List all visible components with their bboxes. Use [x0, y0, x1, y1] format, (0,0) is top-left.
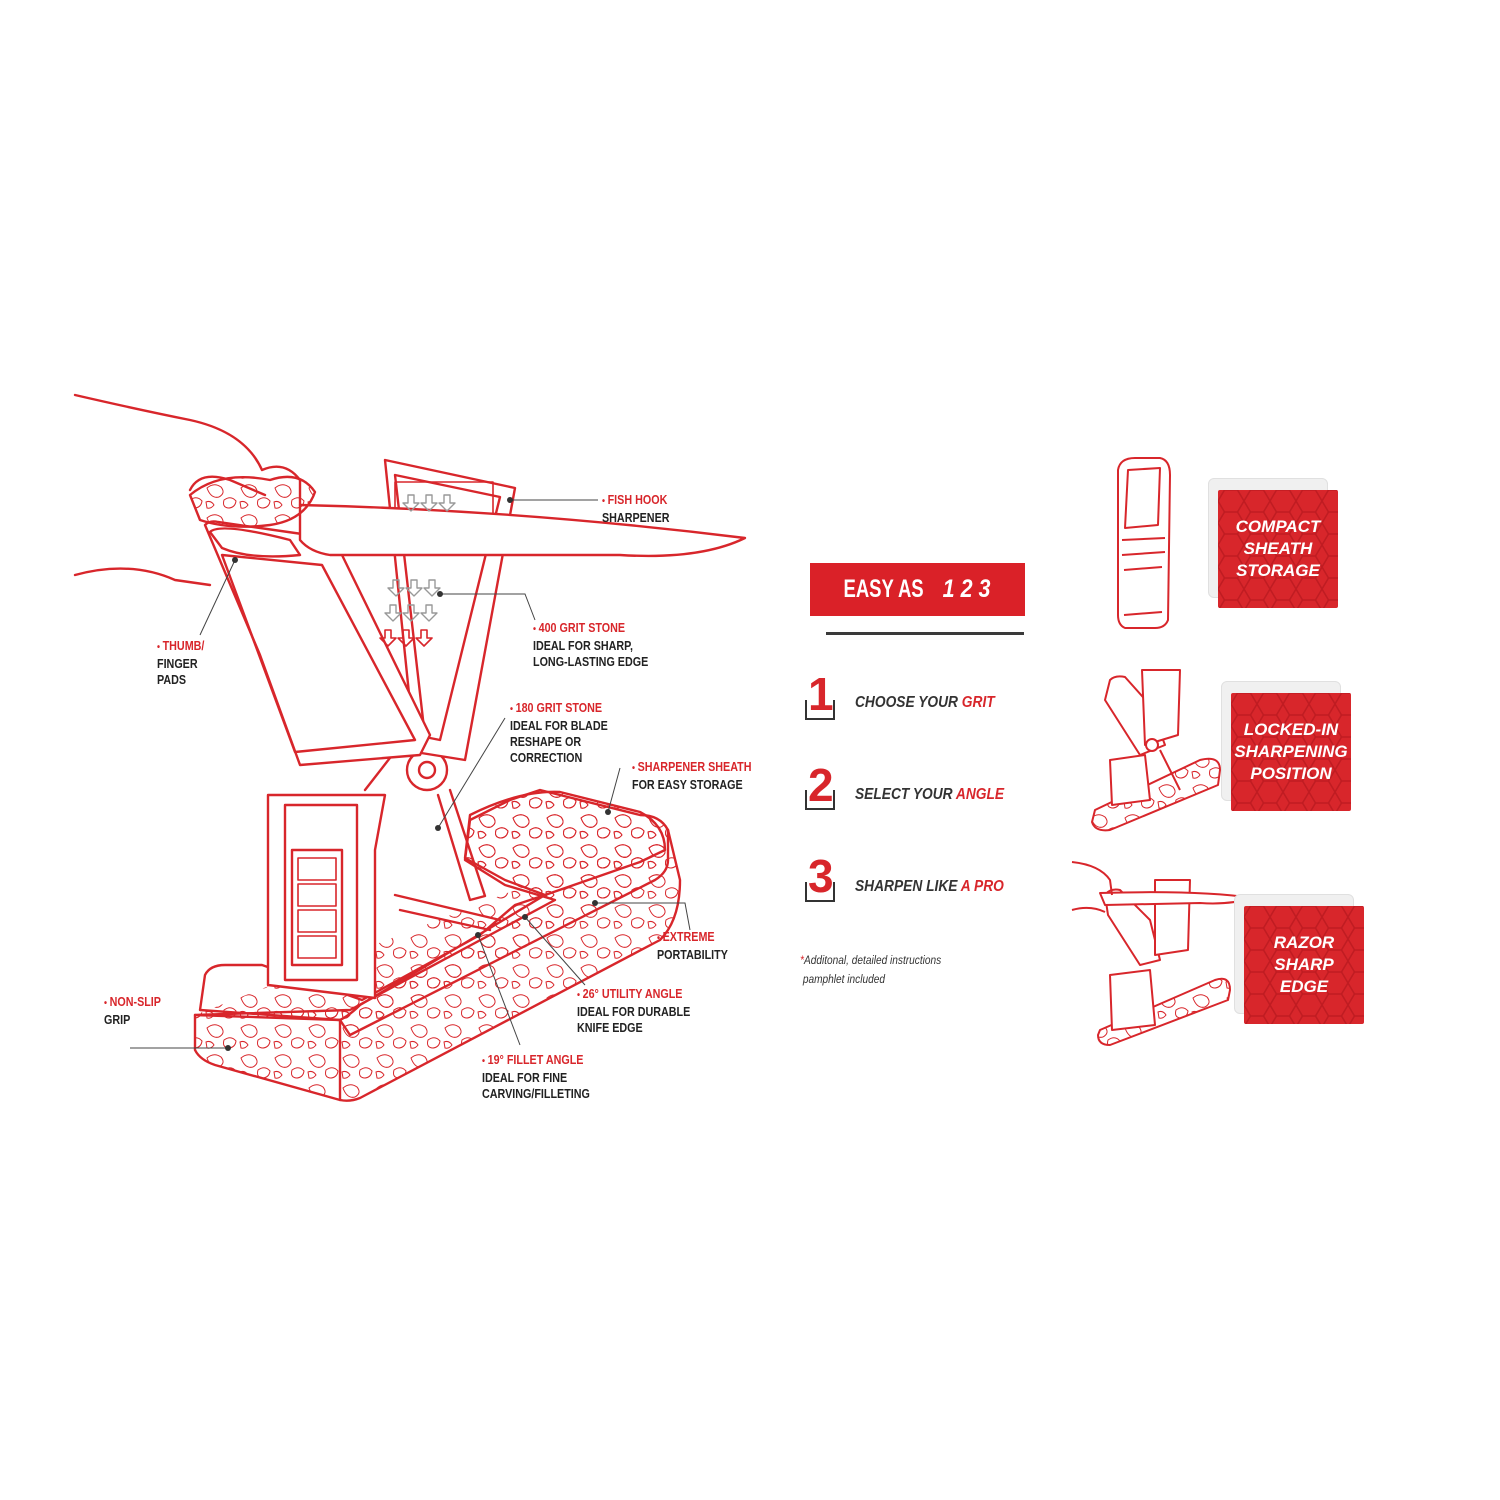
- callout-title: 19° FILLET ANGLE: [487, 1053, 584, 1067]
- card-compact-storage: COMPACT SHEATH STORAGE: [1208, 478, 1338, 608]
- callout-fish-hook: •FISH HOOK SHARPENER: [602, 493, 670, 525]
- rear-leg: [436, 788, 487, 902]
- callout-title: FISH HOOK: [607, 493, 668, 507]
- callout-title: NON-SLIP: [109, 995, 161, 1009]
- step-3-text: SHARPEN LIKE A PRO: [855, 878, 1004, 896]
- stone-slot: [283, 803, 359, 982]
- callout-desc: CORRECTION: [510, 751, 583, 765]
- thumb-compact: [1117, 457, 1171, 629]
- card-razor-sharp: RAZOR SHARP EDGE: [1234, 894, 1364, 1024]
- card-line: EDGE: [1279, 977, 1329, 996]
- card-line: SHARPENING: [1234, 742, 1348, 761]
- step-text: CHOOSE YOUR: [855, 694, 958, 711]
- instructions-note: *Additonal, detailed instructions pamphl…: [800, 952, 941, 990]
- callout-180-grit: •180 GRIT STONE IDEAL FOR BLADE RESHAPE …: [510, 701, 608, 765]
- card-line: SHEATH: [1243, 539, 1313, 558]
- callout-sheath: •SHARPENER SHEATH FOR EASY STORAGE: [632, 760, 752, 792]
- step-2-text: SELECT YOUR ANGLE: [855, 786, 1004, 804]
- callout-thumb-pads: •THUMB/ FINGER PADS: [157, 639, 205, 687]
- note-star: *: [800, 955, 804, 967]
- rear-stone: [463, 790, 667, 897]
- card-line: POSITION: [1250, 764, 1332, 783]
- callout-title: 26° UTILITY ANGLE: [582, 987, 683, 1001]
- base-side: [193, 828, 682, 1102]
- step-text: SHARPEN LIKE: [855, 878, 958, 895]
- card-line: STORAGE: [1236, 561, 1320, 580]
- thumb-pad: [208, 527, 302, 558]
- callout-title: THUMB/: [162, 639, 205, 653]
- callout-fillet-angle: •19° FILLET ANGLE IDEAL FOR FINE CARVING…: [482, 1053, 590, 1101]
- callout-desc: SHARPENER: [602, 511, 670, 525]
- callout-extreme: •EXTREME PORTABILITY: [657, 930, 728, 962]
- callout-title: 180 GRIT STONE: [515, 701, 603, 715]
- easy-banner: EASY AS 1 2 3: [810, 563, 1025, 616]
- callout-title: 400 GRIT STONE: [538, 621, 626, 635]
- card-locked-in: LOCKED-IN SHARPENING POSITION: [1221, 681, 1351, 811]
- card-line: SHARP: [1274, 955, 1334, 974]
- callout-desc: KNIFE EDGE: [577, 1021, 643, 1035]
- step-accent: GRIT: [961, 694, 995, 711]
- callout-desc: FOR EASY STORAGE: [632, 778, 743, 792]
- card-line: RAZOR: [1273, 933, 1335, 952]
- card-line: LOCKED-IN: [1243, 720, 1339, 739]
- step-1-number: 1: [808, 668, 834, 720]
- callout-desc: PADS: [157, 673, 187, 687]
- callout-desc: IDEAL FOR SHARP,: [533, 639, 633, 653]
- callout-title: EXTREME: [662, 930, 715, 944]
- note-line: pamphlet included: [802, 974, 885, 986]
- divider: [826, 632, 1024, 635]
- callout-desc: RESHAPE OR: [510, 735, 582, 749]
- card-line: COMPACT: [1235, 517, 1321, 536]
- step-2-box: [805, 790, 835, 810]
- step-accent: ANGLE: [955, 786, 1005, 803]
- callout-desc: PORTABILITY: [657, 948, 728, 962]
- thumb-locked: [1091, 757, 1221, 832]
- note-line: Additonal, detailed instructions: [803, 955, 942, 967]
- callout-utility-angle: •26° UTILITY ANGLE IDEAL FOR DURABLE KNI…: [577, 987, 691, 1035]
- callout-desc: IDEAL FOR FINE: [482, 1071, 568, 1085]
- step-3-number: 3: [808, 850, 834, 902]
- knife: [298, 503, 747, 558]
- step-accent: A PRO: [960, 878, 1004, 895]
- step-1-box: [805, 700, 835, 720]
- easy-prefix: EASY AS: [843, 575, 924, 603]
- easy-nums: 1 2 3: [942, 575, 991, 603]
- step-2-number: 2: [808, 759, 834, 811]
- step-text: SELECT YOUR: [855, 786, 953, 803]
- callout-title: SHARPENER SHEATH: [637, 760, 752, 774]
- callout-desc: GRIP: [104, 1013, 131, 1027]
- callout-desc: CARVING/FILLETING: [482, 1087, 590, 1101]
- step-3-box: [805, 882, 835, 902]
- callout-desc: LONG-LASTING EDGE: [533, 655, 649, 669]
- callout-desc: IDEAL FOR BLADE: [510, 719, 608, 733]
- callout-400-grit: •400 GRIT STONE IDEAL FOR SHARP, LONG-LA…: [533, 621, 649, 669]
- callout-desc: IDEAL FOR DURABLE: [577, 1005, 691, 1019]
- callout-non-slip: •NON-SLIP GRIP: [104, 995, 161, 1027]
- callout-desc: FINGER: [157, 657, 198, 671]
- step-1-text: CHOOSE YOUR GRIT: [855, 694, 995, 712]
